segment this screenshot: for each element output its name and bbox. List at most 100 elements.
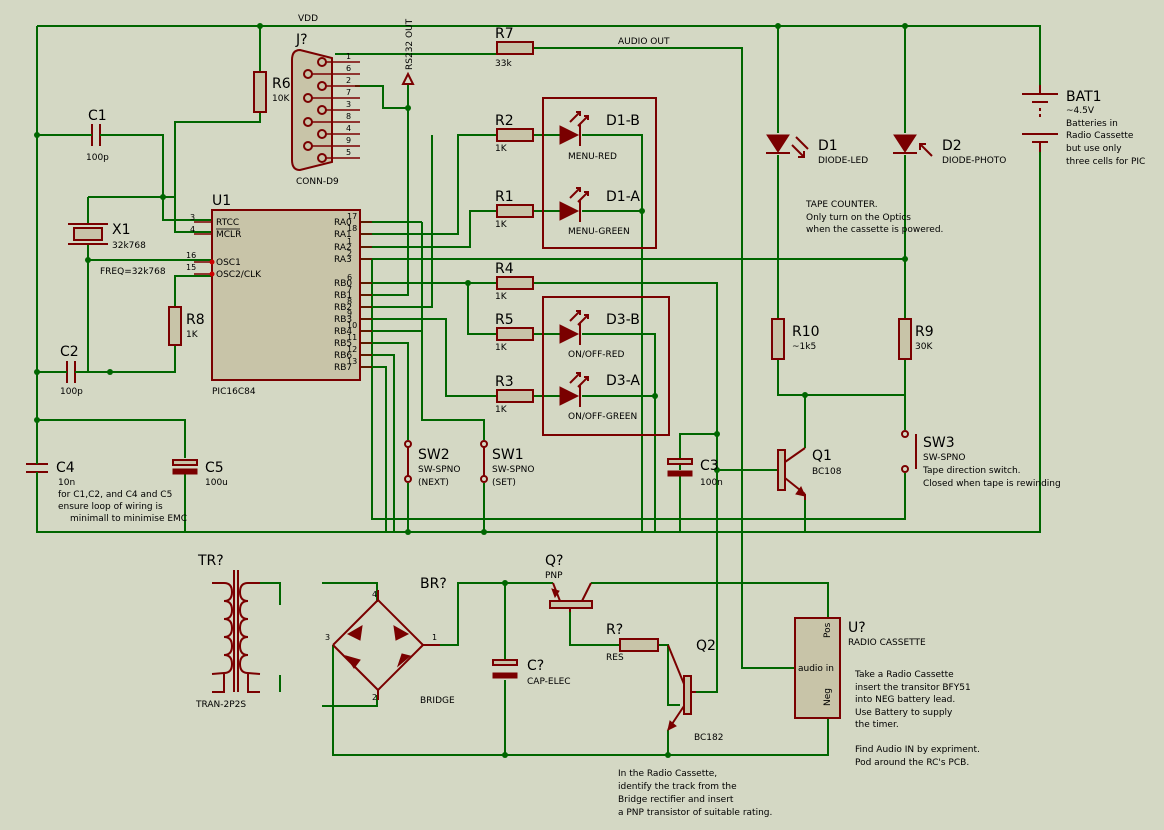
svg-text:R9: R9 xyxy=(915,324,934,340)
u1-pin-num: 15 xyxy=(186,263,196,272)
svg-text:R4: R4 xyxy=(495,261,514,277)
svg-text:D2: D2 xyxy=(942,138,962,154)
j-pin: 8 xyxy=(346,112,351,121)
svg-text:~1k5: ~1k5 xyxy=(792,342,816,352)
svg-text:R1: R1 xyxy=(495,189,514,205)
svg-text:Q?: Q? xyxy=(545,553,563,569)
j-pin: 6 xyxy=(346,64,351,73)
u1-pin-name: RB2 xyxy=(334,303,352,313)
svg-text:TRAN-2P2S: TRAN-2P2S xyxy=(195,700,246,710)
svg-text:D3-A: D3-A xyxy=(606,373,640,389)
osc1-marker xyxy=(209,259,215,265)
u1-pin-name: RB1 xyxy=(334,291,352,301)
svg-text:C4: C4 xyxy=(56,460,75,476)
u1-pin-name: RA1 xyxy=(334,230,352,240)
svg-text:3: 3 xyxy=(325,633,330,642)
svg-text:SW1: SW1 xyxy=(492,447,524,463)
audio-out-label: AUDIO OUT xyxy=(618,37,670,47)
svg-text:~4.5V: ~4.5V xyxy=(1066,106,1095,116)
u1-pin-num: 3 xyxy=(190,213,195,222)
svg-text:R3: R3 xyxy=(495,374,514,390)
u1-pin-name: RB5 xyxy=(334,339,352,349)
j-pin: 5 xyxy=(346,148,351,157)
svg-text:10n: 10n xyxy=(58,478,75,488)
transformer-tr: TR? TRAN-2P2S xyxy=(195,553,261,710)
svg-text:R10: R10 xyxy=(792,324,820,340)
svg-text:ON/OFF-RED: ON/OFF-RED xyxy=(568,350,624,360)
r5-body xyxy=(496,327,534,341)
resistors: R6 10K R7 33k R2 1K R1 1K R4 1K R5 1K R3… xyxy=(168,26,934,663)
svg-text:30K: 30K xyxy=(915,342,933,352)
svg-text:C5: C5 xyxy=(205,460,224,476)
svg-text:the timer.: the timer. xyxy=(855,720,899,730)
svg-text:when the cassette is powered.: when the cassette is powered. xyxy=(806,225,943,235)
u1-pin-name: RA3 xyxy=(334,255,352,265)
u1-pin-num: 6 xyxy=(347,273,352,282)
j-pin: 1 xyxy=(346,52,351,61)
r9-body xyxy=(898,318,912,360)
svg-text:Only turn on the Optics: Only turn on the Optics xyxy=(806,213,911,223)
svg-text:minimall to minimise EMC: minimall to minimise EMC xyxy=(70,514,187,524)
svg-text:1K: 1K xyxy=(495,292,508,302)
svg-text:R8: R8 xyxy=(186,312,205,328)
svg-text:D1-A: D1-A xyxy=(606,189,640,205)
diode-d1: D1 DIODE-LED xyxy=(766,134,868,166)
svg-text:BC108: BC108 xyxy=(812,467,842,477)
svg-text:100p: 100p xyxy=(86,153,109,163)
u1-pin-name: RA2 xyxy=(334,243,352,253)
transistor-qq: Q? PNP xyxy=(545,553,593,612)
j-pin: 7 xyxy=(346,88,351,97)
svg-text:X1: X1 xyxy=(112,222,131,238)
u1-ref: U1 xyxy=(212,193,231,209)
switch-sw3: SW3 SW-SPNO Tape direction switch. Close… xyxy=(901,430,1061,489)
svg-text:Q1: Q1 xyxy=(812,448,832,464)
wires xyxy=(36,25,1041,756)
svg-text:1K: 1K xyxy=(495,144,508,154)
emc-note: for C1,C2, and C4 and C5 ensure loop of … xyxy=(58,490,187,524)
u1-pin-name: RTCC xyxy=(216,218,239,228)
svg-text:BRIDGE: BRIDGE xyxy=(420,696,455,706)
u1-pin-num: 12 xyxy=(347,345,357,354)
u1-pin-num: 7 xyxy=(347,285,352,294)
connector-j: 1 6 2 7 3 8 4 9 5 J? CONN-D9 xyxy=(291,32,360,187)
svg-text:SW-SPNO: SW-SPNO xyxy=(923,453,965,463)
radio-cassette-module: Pos audio in Neg U? RADIO CASSETTE xyxy=(794,617,926,719)
r1-body xyxy=(496,204,534,218)
rq-body xyxy=(619,638,659,652)
diode-d2: D2 DIODE-PHOTO xyxy=(893,134,1006,166)
j-ref: J? xyxy=(295,32,308,48)
svg-text:100u: 100u xyxy=(205,478,228,488)
svg-text:BC182: BC182 xyxy=(694,733,723,743)
r8-body xyxy=(168,306,182,346)
u1-pin-name: MCLR xyxy=(216,230,241,240)
svg-text:1: 1 xyxy=(432,633,437,642)
svg-text:TR?: TR? xyxy=(197,553,224,569)
u1-pin-name: RB6 xyxy=(334,351,352,361)
svg-text:DIODE-PHOTO: DIODE-PHOTO xyxy=(942,156,1006,166)
u1-pin-num: 2 xyxy=(347,249,352,258)
u1-pin-num: 13 xyxy=(347,357,357,366)
svg-text:for C1,C2, and C4 and C5: for C1,C2, and C4 and C5 xyxy=(58,490,172,500)
transistor-q2: Q2 BC182 xyxy=(667,638,723,743)
svg-text:10K: 10K xyxy=(272,94,290,104)
svg-text:Q2: Q2 xyxy=(696,638,716,654)
svg-text:MENU-RED: MENU-RED xyxy=(568,152,617,162)
cassette-note: Take a Radio Cassette insert the transit… xyxy=(854,670,980,768)
svg-text:Bridge rectifier and insert: Bridge rectifier and insert xyxy=(618,795,734,805)
svg-text:100n: 100n xyxy=(700,478,723,488)
svg-text:Find Audio IN by expriment.: Find Audio IN by expriment. xyxy=(855,745,980,755)
r4-body xyxy=(496,276,534,290)
j-pin: 3 xyxy=(346,100,351,109)
u1-pin-num: 10 xyxy=(347,321,357,330)
svg-text:Batteries in: Batteries in xyxy=(1066,119,1118,129)
svg-text:R5: R5 xyxy=(495,312,514,328)
capacitors: C1 100p C2 100p C4 10n C5 100u C3 100n C… xyxy=(26,108,723,687)
u1-pin-num: 8 xyxy=(347,297,352,306)
svg-text:three cells for PIC: three cells for PIC xyxy=(1066,157,1145,167)
svg-text:FREQ=32k768: FREQ=32k768 xyxy=(100,267,166,277)
switch-sw1: SW1 SW-SPNO (SET) xyxy=(480,440,534,488)
svg-text:audio in: audio in xyxy=(798,664,834,674)
svg-text:SW2: SW2 xyxy=(418,447,450,463)
svg-text:D1-B: D1-B xyxy=(606,113,640,129)
svg-text:TAPE COUNTER.: TAPE COUNTER. xyxy=(805,200,878,210)
